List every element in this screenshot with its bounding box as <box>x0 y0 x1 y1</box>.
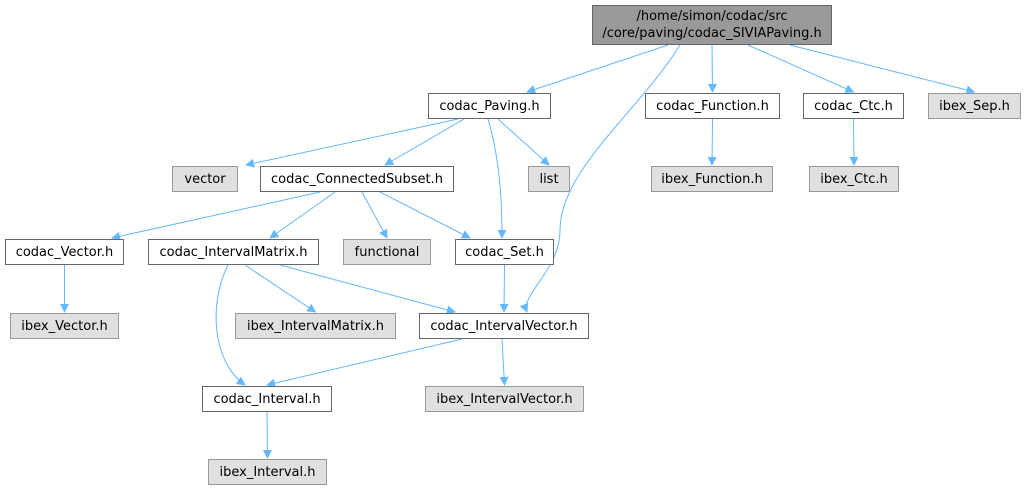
node-std-list[interactable]: list <box>528 166 570 192</box>
edge-root-to-ctc <box>747 44 855 93</box>
node-root-file[interactable]: /home/simon/codac/src /core/paving/codac… <box>592 5 832 45</box>
edge-root-to-interval-vector <box>519 44 681 313</box>
edge-connected-subset-to-interval-matrix <box>269 191 336 239</box>
edge-connected-subset-to-functional-std <box>361 191 388 239</box>
node-ibex-interval[interactable]: ibex_Interval.h <box>208 459 327 485</box>
node-std-vector[interactable]: vector <box>172 166 238 192</box>
node-codac-connected-subset[interactable]: codac_ConnectedSubset.h <box>260 166 454 192</box>
node-ibex-sep[interactable]: ibex_Sep.h <box>928 93 1021 119</box>
edge-root-to-function <box>707 44 717 93</box>
edge-codac-set-to-interval-vector <box>499 264 509 313</box>
root-path-line2: /core/paving/codac_SIVIAPaving.h <box>602 26 822 41</box>
edge-root-to-paving <box>526 44 669 94</box>
edge-ctc-to-ibex-ctc <box>849 118 859 166</box>
edge-connected-subset-to-codac-set <box>379 191 471 239</box>
edge-interval-vector-to-ibex-interval-vector <box>499 338 509 386</box>
node-ibex-function[interactable]: ibex_Function.h <box>651 166 773 192</box>
root-path-line1: /home/simon/codac/src <box>636 9 788 24</box>
node-codac-function[interactable]: codac_Function.h <box>645 93 780 119</box>
edge-paving-to-codac-set <box>487 118 507 239</box>
node-codac-interval[interactable]: codac_Interval.h <box>202 386 332 412</box>
edge-interval-vector-to-codac-interval <box>266 338 463 388</box>
edge-connected-subset-to-codac-vector <box>111 191 321 241</box>
node-codac-interval-matrix[interactable]: codac_IntervalMatrix.h <box>148 239 319 265</box>
edge-interval-matrix-to-ibex-interval-matrix <box>244 264 317 313</box>
node-codac-paving[interactable]: codac_Paving.h <box>428 93 551 119</box>
edge-interval-matrix-to-interval-vector <box>279 264 456 315</box>
node-codac-set[interactable]: codac_Set.h <box>455 239 554 265</box>
edge-codac-interval-to-ibex-interval <box>262 411 272 459</box>
node-std-functional[interactable]: functional <box>343 239 431 265</box>
node-ibex-ctc[interactable]: ibex_Ctc.h <box>809 166 899 192</box>
edge-paving-to-vector-std <box>245 118 459 168</box>
node-ibex-interval-vector[interactable]: ibex_IntervalVector.h <box>425 386 584 412</box>
node-ibex-interval-matrix[interactable]: ibex_IntervalMatrix.h <box>235 313 396 339</box>
edge-paving-to-list-std <box>497 118 550 166</box>
edge-root-to-ibex-sep <box>789 44 976 95</box>
node-ibex-vector[interactable]: ibex_Vector.h <box>10 313 119 339</box>
edge-paving-to-connected-subset <box>384 118 465 166</box>
edge-function-to-ibex-function <box>707 118 717 166</box>
node-codac-ctc[interactable]: codac_Ctc.h <box>803 93 904 119</box>
edge-interval-matrix-to-codac-interval <box>215 264 246 386</box>
node-codac-vector[interactable]: codac_Vector.h <box>5 239 124 265</box>
node-codac-interval-vector[interactable]: codac_IntervalVector.h <box>419 313 589 339</box>
